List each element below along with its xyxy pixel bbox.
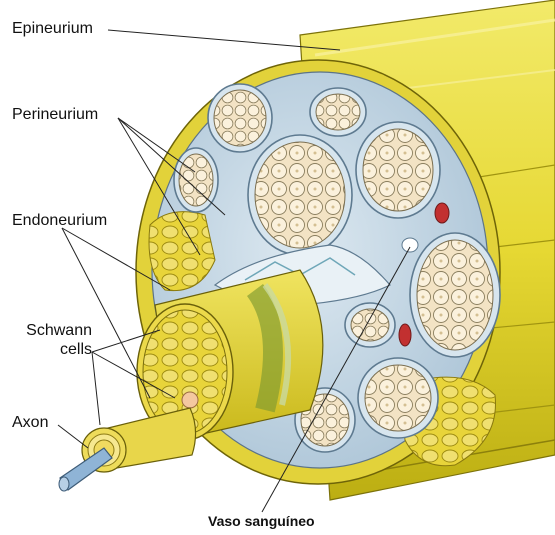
leader-schwann-2 [91, 351, 176, 399]
adipose-tissue [148, 211, 496, 467]
fascicle [207, 83, 273, 153]
projecting-fiber-bundle [136, 269, 324, 441]
fascicle [355, 121, 441, 219]
schwann-label-line1: Schwann [26, 322, 92, 339]
fascicle [344, 302, 396, 348]
leader-vessel [261, 246, 411, 513]
myelinated-fiber [58, 407, 197, 492]
endoneurium-label: Endoneurium [12, 212, 108, 229]
fascicle [409, 232, 501, 358]
leader-schwann-1 [91, 329, 161, 353]
leader-endoneurium-2 [61, 227, 151, 399]
fascicle [357, 357, 439, 439]
blood-vessel-label: Vaso sanguíneo [208, 513, 315, 529]
axon-label: Axon [12, 414, 49, 431]
epineurium-label: Epineurium [12, 20, 93, 37]
blood-vessels [398, 202, 450, 347]
leader-perineurium-1 [117, 117, 196, 173]
leader-perineurium-2 [117, 117, 226, 216]
fascicle [247, 134, 353, 256]
perineurium-label: Perineurium [12, 106, 99, 123]
leader-epineurium [107, 29, 341, 51]
fascicles [173, 83, 501, 453]
schwann-label-line2: cells [59, 341, 92, 358]
leader-axon [57, 424, 89, 449]
leader-endoneurium-1 [61, 227, 171, 291]
leader-perineurium-3 [117, 117, 201, 256]
fascicle [309, 87, 367, 137]
leader-lines [57, 29, 411, 513]
leader-schwann-3 [91, 351, 101, 426]
